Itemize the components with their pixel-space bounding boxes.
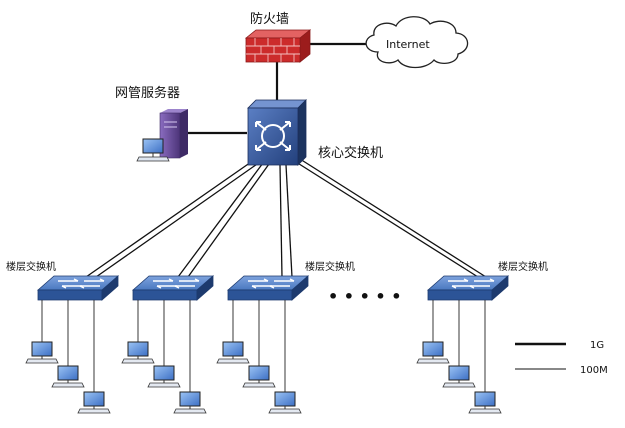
uplinks [85, 158, 487, 278]
pc-icon [242, 365, 276, 388]
floor-switch-label: 楼层交换机 [6, 260, 56, 273]
floor-switch-icon [36, 275, 120, 301]
firewall-label: 防火墙 [250, 11, 289, 27]
pc-icon [416, 341, 450, 364]
pc-icon [25, 341, 59, 364]
pc-icon [147, 365, 181, 388]
pc-icon [136, 138, 170, 162]
floor-switch-icon [226, 275, 310, 301]
ellipsis-dots: • • • • • [328, 287, 401, 306]
floor-switch-label: 楼层交换机 [305, 260, 355, 273]
drop-lines [41, 300, 486, 392]
mgmt-server-label: 网管服务器 [115, 85, 180, 101]
pc-icon [442, 365, 476, 388]
legend: 1G 100M [515, 340, 608, 376]
floor-switch-icon [426, 275, 510, 301]
floor-switch-label: 楼层交换机 [498, 260, 548, 273]
firewall-icon [244, 29, 312, 63]
pc-icon [77, 391, 111, 414]
core-switch-label: 核心交换机 [318, 145, 383, 161]
links-1g [185, 42, 376, 135]
pc-icon [268, 391, 302, 414]
pc-icon [173, 391, 207, 414]
pc-icon [468, 391, 502, 414]
pc-icon [51, 365, 85, 388]
workstations [25, 341, 502, 414]
cloud-icon [365, 16, 469, 69]
legend-label-1g: 1G [590, 340, 604, 351]
floor-switch-icon [131, 275, 215, 301]
server-icon [159, 109, 188, 159]
core-switch-icon [247, 99, 307, 166]
pc-icon [121, 341, 155, 364]
pc-icon [216, 341, 250, 364]
internet-label: Internet [386, 38, 430, 51]
legend-label-100m: 100M [580, 365, 608, 376]
